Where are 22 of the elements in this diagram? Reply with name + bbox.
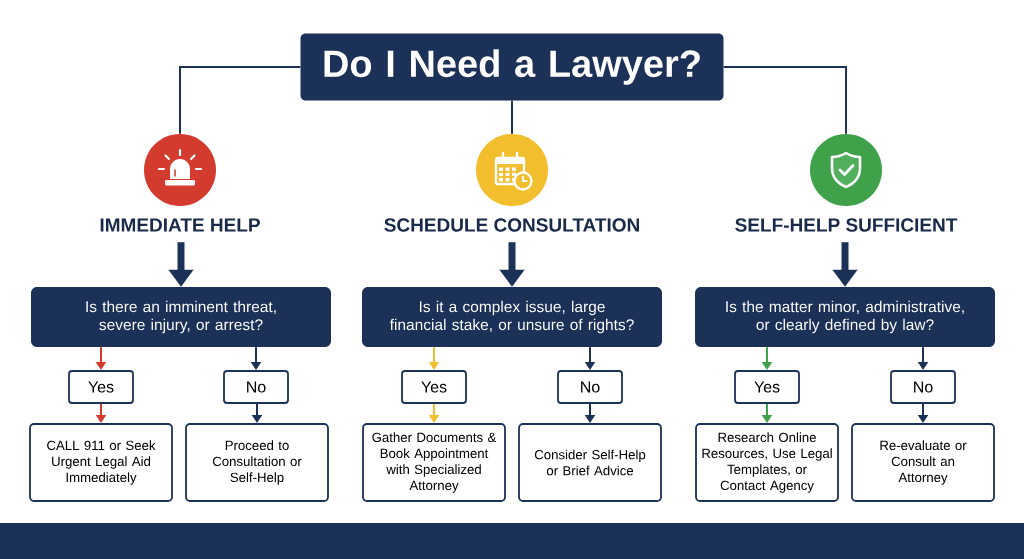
outcome-box: Proceed to Consultation or Self-Help	[185, 423, 329, 502]
outcome-box: Re-evaluate or Consult an Attorney	[851, 423, 995, 502]
connector-line	[722, 66, 847, 135]
choice-box: Yes	[401, 370, 467, 404]
choice-box: No	[557, 370, 623, 404]
category-heading: SELF-HELP SUFFICIENT	[735, 218, 958, 232]
choice-box: Yes	[734, 370, 800, 404]
outcome-box: CALL 911 or Seek Urgent Legal Aid Immediately	[29, 423, 173, 502]
category-heading: IMMEDIATE HELP	[100, 218, 260, 232]
choice-box: No	[890, 370, 956, 404]
outcome-box: Consider Self-Help or Brief Advice	[518, 423, 662, 502]
question-box: Is there an imminent threat, severe injury, or arrest?	[31, 287, 331, 347]
connector-line	[179, 66, 302, 135]
question-box: Is the matter minor, administrative, or clearly defined by law?	[695, 287, 995, 347]
choice-box: Yes	[68, 370, 134, 404]
category-heading: SCHEDULE CONSULTATION	[384, 218, 639, 232]
outcome-box: Gather Documents & Book Appointment with Specialized Attorney	[362, 423, 506, 502]
title-box: Do I Need a Lawyer?	[300, 33, 724, 101]
connector-line	[511, 99, 513, 135]
question-box: Is it a complex issue, large financial stake, or unsure of rights?	[362, 287, 662, 347]
outcome-box: Research Online Resources, Use Legal Templates, or Contact Agency	[695, 423, 839, 502]
choice-box: No	[223, 370, 289, 404]
